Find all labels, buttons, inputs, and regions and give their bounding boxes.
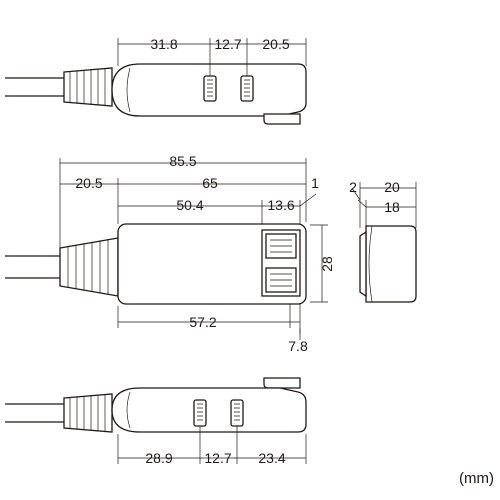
side-dim-width-outer: 20 [384,179,400,195]
front-dim-height: 28 [319,256,335,272]
front-dim-to-socket: 50.4 [176,197,203,213]
bottom-cord [5,403,64,423]
top-dim-2: 12.7 [214,36,241,52]
front-dim-socket-width: 13.6 [267,197,294,213]
top-dimension-lines [117,38,307,76]
top-slot-right [240,75,254,102]
top-cord [5,77,64,97]
bottom-slot-left [193,399,207,427]
front-dim-bottom-to-socket: 57.2 [189,314,216,330]
top-dim-3: 20.5 [262,36,289,52]
front-dim-edge-gap: 1 [311,175,319,191]
top-strain-relief [63,67,113,107]
front-body [117,223,307,305]
bottom-body [111,377,307,433]
bottom-view: 28.9 12.7 23.4 [5,377,307,466]
bottom-dim-3: 23.4 [258,450,285,466]
bottom-strain-relief [63,393,113,433]
front-dim-offset: 20.5 [75,175,102,191]
top-slot-left [203,75,217,102]
front-dim-socket-offset: 7.8 [288,338,308,354]
front-cord [5,255,60,279]
bottom-dim-2: 12.7 [204,450,231,466]
side-view: 2 20 18 [349,179,417,303]
side-dimension-lines [351,182,417,228]
front-socket [261,229,301,297]
bottom-dimension-lines [117,426,307,464]
side-dim-width-inner: 18 [384,199,400,215]
front-dim-overall: 85.5 [169,153,196,169]
top-dim-1: 31.8 [150,36,177,52]
side-body [359,225,417,303]
front-dim-body-length: 65 [202,175,218,191]
unit-label: (mm) [459,470,494,487]
front-strain-relief [59,237,119,297]
bottom-slot-right [230,399,244,427]
front-dimension-lines [59,158,328,340]
bottom-dim-1: 28.9 [145,450,172,466]
front-view: 85.5 20.5 65 1 50.4 13.6 57.2 7.8 28 [5,153,335,354]
top-view: 31.8 12.7 20.5 [5,36,307,125]
side-dim-step: 2 [349,179,357,195]
